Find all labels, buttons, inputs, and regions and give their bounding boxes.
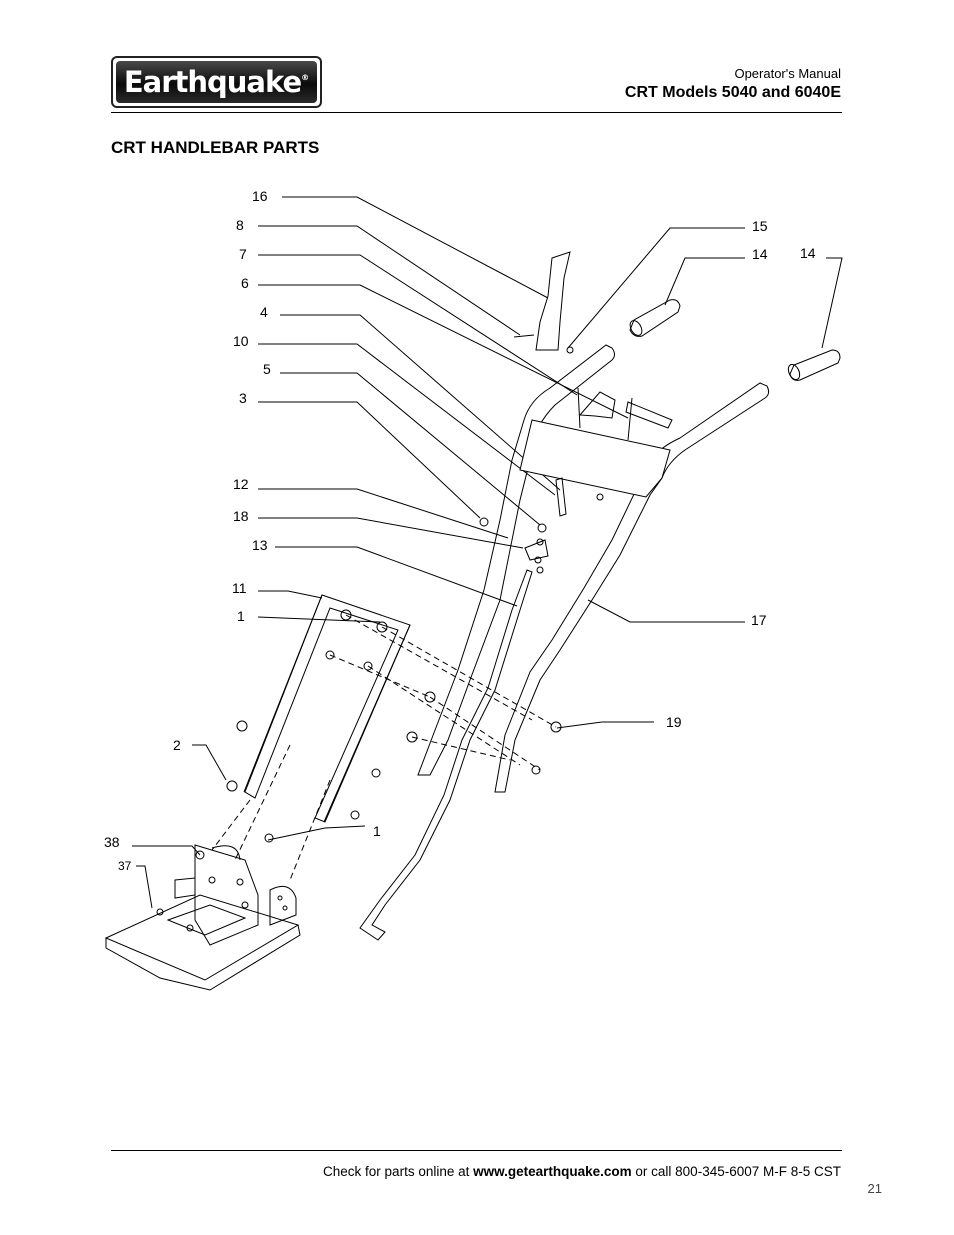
callout-6: 6 bbox=[241, 275, 249, 291]
callout-15: 15 bbox=[752, 218, 768, 234]
handlebar-tube bbox=[417, 344, 615, 776]
handle-bracket bbox=[243, 594, 411, 823]
hand-grip-left bbox=[629, 299, 681, 337]
footer-prefix: Check for parts online at bbox=[323, 1164, 474, 1179]
leader-lines bbox=[132, 196, 843, 909]
callout-8: 8 bbox=[236, 217, 244, 233]
control-arm bbox=[535, 251, 571, 351]
models-title: CRT Models 5040 and 6040E bbox=[624, 84, 841, 101]
callout-12: 12 bbox=[233, 476, 249, 492]
footer-suffix: or call 800-345-6007 M-F 8-5 CST bbox=[631, 1164, 841, 1179]
callout-1-upper: 1 bbox=[237, 608, 245, 624]
callout-13: 13 bbox=[252, 537, 268, 553]
manual-label: Operator's Manual bbox=[734, 66, 841, 81]
earthquake-logo: Earthquake® bbox=[111, 56, 322, 108]
registered-mark: ® bbox=[301, 73, 310, 82]
footer-contact: Check for parts online at www.getearthqu… bbox=[323, 1164, 841, 1179]
callout-2: 2 bbox=[173, 737, 181, 753]
website-link[interactable]: www.getearthquake.com bbox=[473, 1164, 632, 1179]
hand-grip-right bbox=[787, 349, 841, 381]
base-bracket bbox=[104, 844, 301, 991]
footer-rule bbox=[111, 1150, 842, 1151]
callout-5: 5 bbox=[263, 361, 271, 377]
callout-1-lower: 1 bbox=[373, 823, 381, 839]
callout-11: 11 bbox=[232, 580, 247, 596]
callout-14-right: 14 bbox=[800, 245, 816, 261]
callout-17: 17 bbox=[751, 612, 767, 628]
callout-4: 4 bbox=[260, 304, 268, 320]
alignment-lines bbox=[211, 614, 557, 881]
header-rule bbox=[111, 112, 842, 113]
callout-14-left: 14 bbox=[752, 246, 768, 262]
callout-37: 37 bbox=[118, 859, 132, 873]
logo-text: Earthquake bbox=[123, 65, 302, 99]
callout-7: 7 bbox=[239, 246, 247, 262]
callout-18: 18 bbox=[233, 508, 249, 524]
callout-38: 38 bbox=[104, 834, 120, 850]
callout-16: 16 bbox=[252, 188, 268, 204]
callout-19: 19 bbox=[666, 714, 682, 730]
fasteners bbox=[226, 609, 562, 843]
page-number: 21 bbox=[867, 1181, 882, 1196]
section-title: CRT HANDLEBAR PARTS bbox=[111, 138, 320, 157]
callout-3: 3 bbox=[239, 390, 247, 406]
callout-10: 10 bbox=[233, 333, 249, 349]
